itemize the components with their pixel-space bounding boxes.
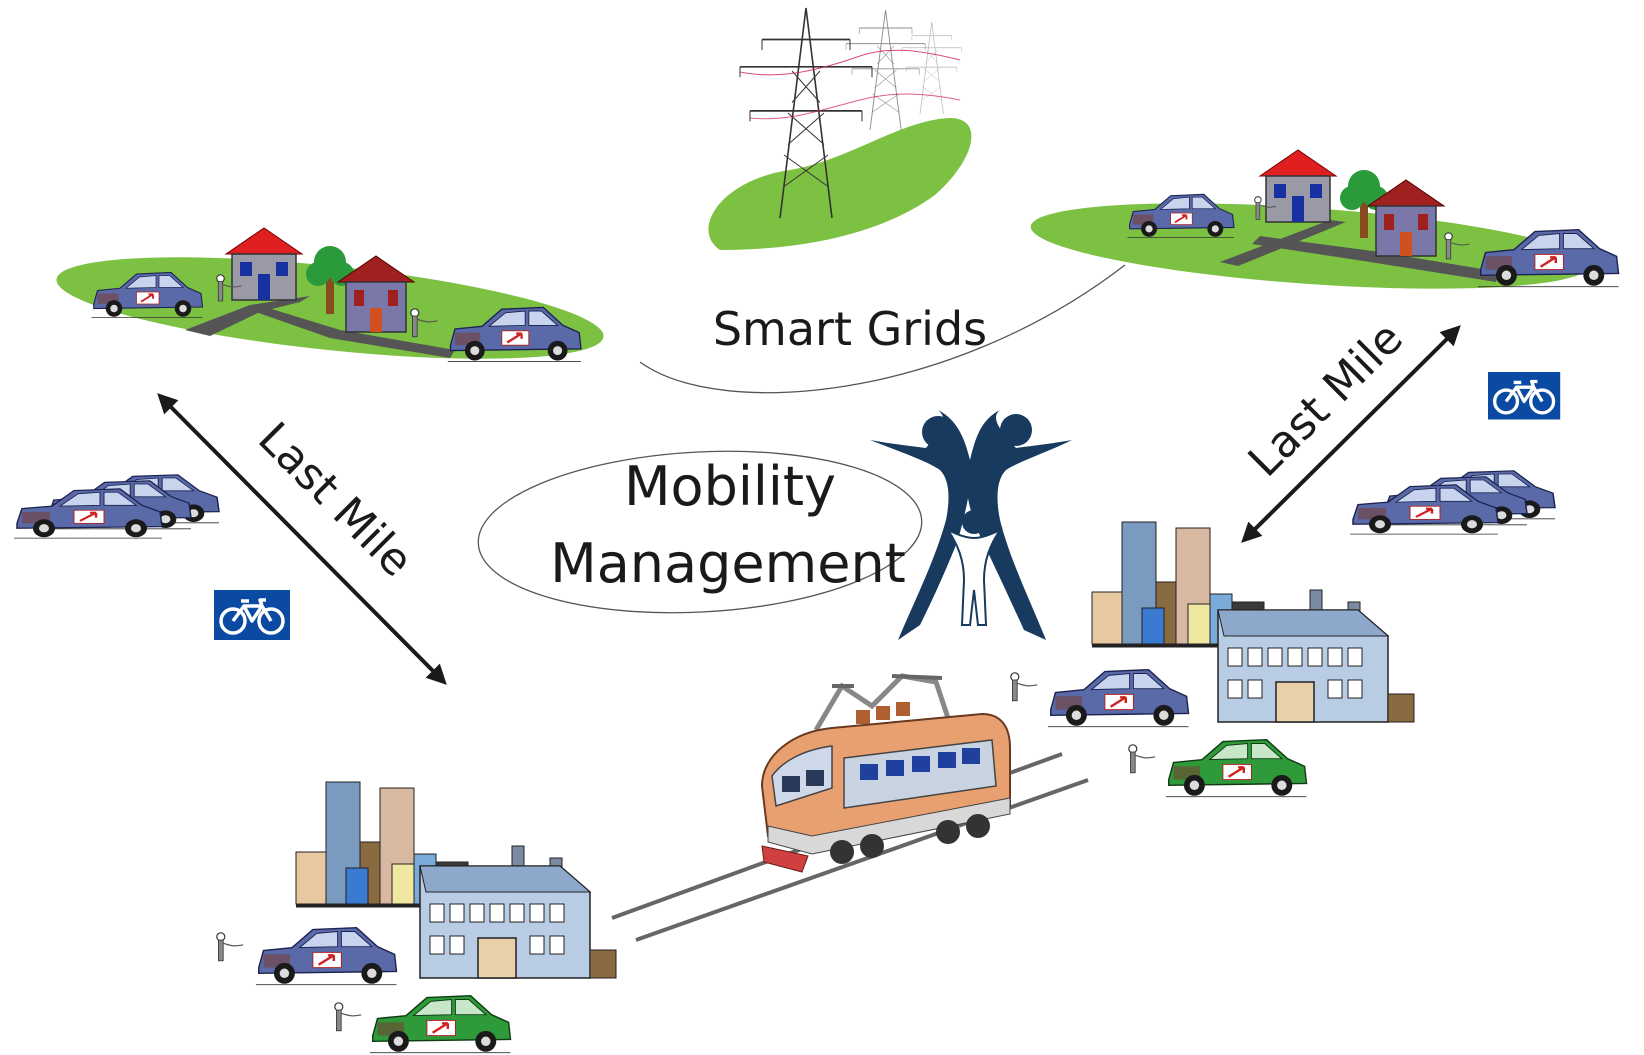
electric-car-icon — [1046, 668, 1190, 728]
electric-train-icon — [760, 673, 1011, 873]
mobility-management-ellipse — [477, 450, 923, 614]
electric-car-icon — [1164, 738, 1308, 798]
smart-grid-hill — [708, 118, 972, 250]
management-label: Management — [550, 532, 906, 595]
last-mile-label-left: Last Mile — [248, 413, 422, 587]
smart-grids-arc — [639, 264, 1126, 394]
electric-car-icon — [368, 994, 512, 1054]
house-icon — [225, 227, 303, 301]
charging-post-icon — [334, 1002, 362, 1032]
mobility-label: Mobility — [624, 455, 836, 518]
last-mile-arrow-left — [157, 393, 447, 685]
residential-area-left — [56, 227, 604, 363]
smart-grids-label: Smart Grids — [713, 302, 987, 356]
factory-icon — [1217, 589, 1415, 723]
factory-icon — [419, 845, 617, 979]
charging-post-icon — [216, 932, 244, 962]
charging-post-icon — [1010, 672, 1038, 702]
car-pool-left — [12, 473, 221, 540]
bicycle-sign-icon — [212, 588, 292, 642]
electric-car-icon — [254, 926, 398, 986]
house-icon — [1259, 149, 1337, 223]
charging-post-icon — [1128, 744, 1156, 774]
residential-area-right — [1030, 149, 1620, 289]
last-mile-arrow-right — [1241, 325, 1461, 543]
family-logo-icon — [870, 410, 1072, 640]
power-pylons-icon — [739, 7, 962, 219]
car-pool-right — [1348, 469, 1557, 536]
bicycle-sign-icon — [1486, 370, 1562, 422]
